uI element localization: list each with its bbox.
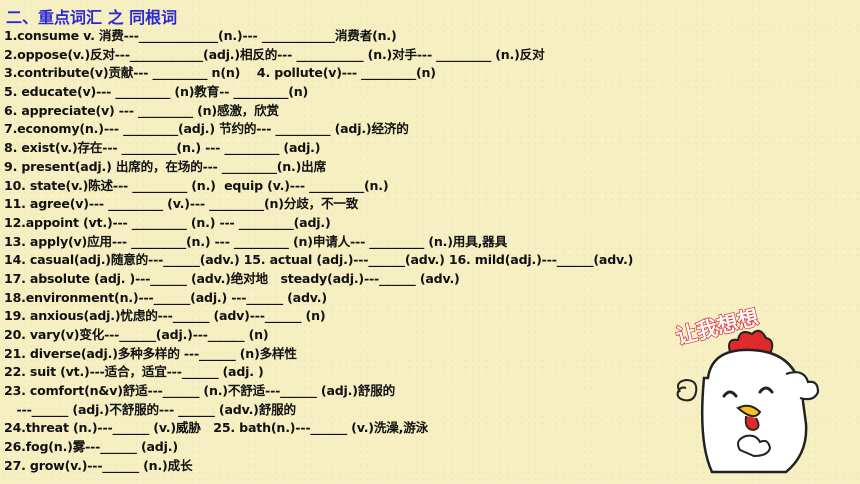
vocab-line: ---______ (adj.)不舒服的--- ______ (adv.)舒服的 <box>4 401 297 417</box>
vocab-line: 27. grow(v.)---______ (n.)成长 <box>4 457 193 473</box>
vocab-line: 19. anxious(adj.)忧虑的---______ (adv)---__… <box>4 308 326 324</box>
vocab-line: 14. casual(adj.)随意的---______(adv.) 15. a… <box>4 252 634 268</box>
vocab-list: 1.consume v. 消费---_____________(n.)--- _… <box>4 27 704 476</box>
vocab-line: 1.consume v. 消费---_____________(n.)--- _… <box>4 28 397 43</box>
vocab-line: 26.fog(n.)雾---______ (adj.) <box>4 439 178 455</box>
thinking-chicken-sticker: 让我想想 <box>673 305 820 474</box>
vocab-line: 20. vary(v)变化---______(adj.)---______ (n… <box>4 327 269 342</box>
section-title: 二、重点词汇 之 同根词 <box>6 8 178 27</box>
vocab-line: 9. present(adj.) 出席的，在场的--- _________(n.… <box>4 158 326 174</box>
vocab-line: 24.threat (n.)---______ (v.)威胁 25. bath(… <box>4 420 429 436</box>
vocab-line: 3.contribute(v)贡献--- _________ n(n) 4. p… <box>4 65 436 81</box>
vocab-line: 8. exist(v.)存在--- _________(n.) --- ____… <box>4 140 321 156</box>
vocab-line: 18.environment(n.)---______(adj.) ---___… <box>4 289 327 305</box>
vocab-line: 21. diverse(adj.)多种多样的 ---______ (n)多样性 <box>4 345 297 361</box>
vocab-line: 2.oppose(v.)反对---____________(adj.)相反的--… <box>4 46 545 62</box>
vocab-line: 22. suit (vt.)---适合，适宜---______ (adj. ) <box>4 364 264 380</box>
vocab-line: 10. state(v.)陈述--- _________ (n.) equip … <box>4 177 389 193</box>
vocab-line: 5. educate(v)--- _________ (n)教育-- _____… <box>4 84 309 100</box>
vocab-line: 13. apply(v)应用--- _________(n.) --- ____… <box>4 233 507 249</box>
vocab-line: 7.economy(n.)--- _________(adj.) 节约的--- … <box>4 121 409 137</box>
vocab-line: 12.appoint (vt.)--- _________ (n.) --- _… <box>4 214 331 230</box>
vocab-line: 6. appreciate(v) --- _________ (n)感激，欣赏 <box>4 102 279 118</box>
vocab-line: 11. agree(v)--- _________ (v.)--- ______… <box>4 196 359 212</box>
vocab-line: 17. absolute (adj. )---______ (adv.)绝对地 … <box>4 270 460 286</box>
vocab-line: 23. comfort(n&v)舒适---______ (n.)不舒适---__… <box>4 383 395 399</box>
